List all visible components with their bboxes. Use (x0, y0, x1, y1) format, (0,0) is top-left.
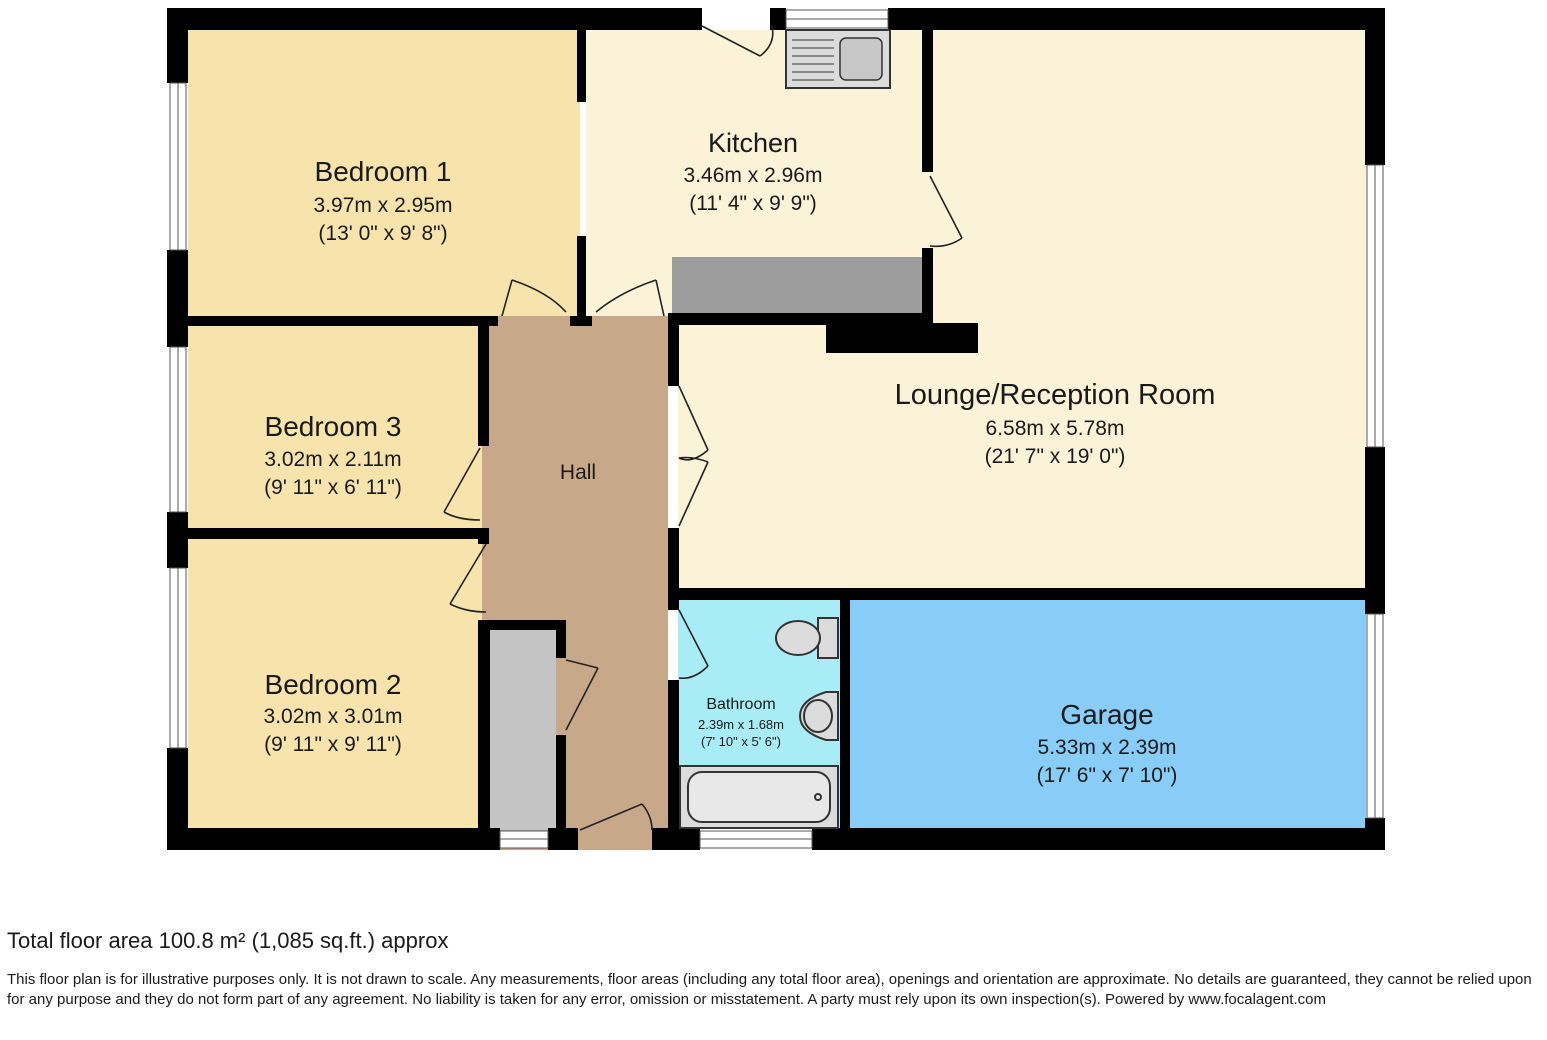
bathroom-name: Bathroom (706, 696, 775, 713)
garage-imperial: (17' 6" x 7' 10") (1037, 764, 1178, 787)
bedroom2-name: Bedroom 2 (265, 669, 402, 700)
garage-floor (850, 600, 1366, 828)
bedroom2-imperial: (9' 11" x 9' 11") (264, 733, 402, 756)
kitchen-imperial: (11' 4" x 9' 9") (689, 192, 817, 215)
front-door-step (578, 828, 652, 850)
lounge-imperial: (21' 7" x 19' 0") (985, 445, 1126, 468)
bedroom2-metric: 3.02m x 3.01m (264, 705, 403, 728)
kitchen-metric: 3.46m x 2.96m (684, 164, 823, 187)
bedroom3-floor (188, 326, 482, 528)
hall-name: Hall (560, 461, 596, 484)
doors (443, 25, 963, 831)
bedroom1-imperial: (13' 0" x 9' 8") (318, 222, 447, 245)
garage-name: Garage (1060, 699, 1153, 730)
bathroom-metric: 2.39m x 1.68m (698, 717, 784, 732)
toilet (775, 617, 839, 659)
bedroom3-metric: 3.02m x 2.11m (264, 448, 401, 471)
garage-metric: 5.33m x 2.39m (1038, 736, 1177, 759)
disclaimer-text: This floor plan is for illustrative purp… (7, 971, 1532, 1008)
bedroom1-name: Bedroom 1 (315, 156, 452, 187)
kitchen-sink (785, 29, 891, 89)
wash-basin (798, 691, 839, 741)
bathtub (679, 765, 839, 829)
hall-cupboard (490, 630, 556, 830)
lounge-floor-lower (678, 316, 938, 590)
bedroom1-floor (188, 30, 580, 316)
walls (167, 8, 1385, 850)
floor-plan: Bedroom 1 3.97m x 2.95m (13' 0" x 9' 8")… (167, 8, 1385, 850)
bedroom1-metric: 3.97m x 2.95m (314, 194, 453, 217)
lounge-name: Lounge/Reception Room (895, 379, 1216, 411)
kitchen-name: Kitchen (708, 128, 798, 158)
lounge-floor (928, 30, 1366, 590)
bedroom2-floor (188, 538, 482, 828)
windows (169, 9, 1384, 849)
bedroom3-name: Bedroom 3 (265, 411, 402, 442)
bathroom-imperial: (7' 10" x 5' 6") (701, 734, 781, 749)
lounge-metric: 6.58m x 5.78m (986, 417, 1125, 440)
kitchen-worktop (672, 257, 922, 313)
total-floor-area: Total floor area 100.8 m² (1,085 sq.ft.)… (7, 928, 449, 953)
bedroom3-imperial: (9' 11" x 6' 11") (264, 476, 402, 499)
